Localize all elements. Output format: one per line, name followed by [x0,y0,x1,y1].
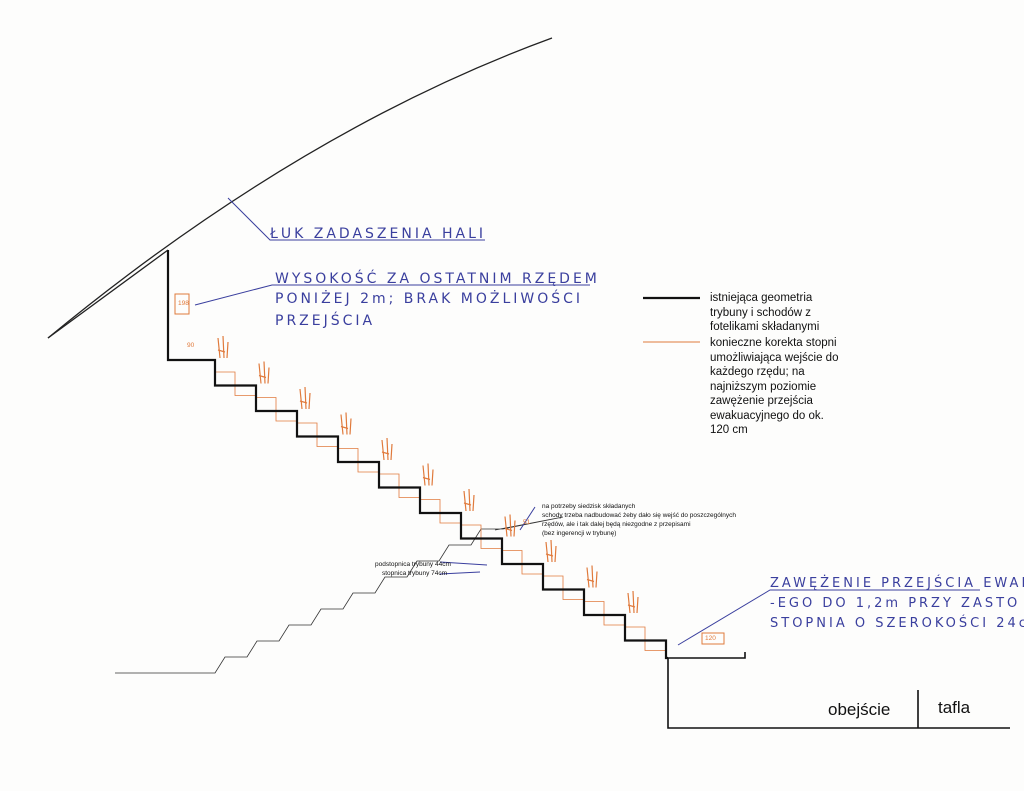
folding-seat [422,463,434,486]
concourse-label: obejście [828,700,891,719]
correction-step [255,385,297,422]
roof-arc-line [47,37,553,339]
folding-seat [627,590,639,614]
correction-step [296,411,338,447]
height-note-line-2: PONIŻEJ 2m; BRAK MOŻLIWOŚCI [275,291,584,307]
height-dimension-box [174,293,190,315]
lower-stair-outline [115,516,564,674]
folding-seat [217,335,229,359]
step-dimension: 51 [523,519,531,526]
legend-existing-label: istniejąca geometria trybuny i schodów z… [710,292,820,333]
folding-seats-note-3: rzędów, ale i tak dalej będą niezgodne z… [542,521,691,528]
folding-seat [258,361,270,384]
folding-seats [217,335,639,614]
folding-seats-note-2: schody trzeba nadbudować żeby dało się w… [542,512,737,519]
concourse-outline [665,652,1010,729]
folding-seats-note-1: na potrzeby siedzisk składanych [542,503,636,510]
correction-step [624,615,666,651]
passage-dimension: 120 [705,635,716,642]
correction-step [337,436,379,473]
folding-seat [504,514,516,537]
height-note-line-3: PRZEJŚCIA [275,313,376,329]
leader-lines [194,197,980,646]
legend-correction-label: konieczne korekta stopni umożliwiająca w… [710,337,839,436]
passage-note-line-1: ZAWĘŻENIE PRZEJŚCIA EWAK [770,576,1024,591]
passage-note-line-3: STOPNIA O SZEROKOŚCI 24cm [770,616,1024,631]
roof-arc-note: ŁUK ZADASZENIA HALI [270,226,487,242]
height-note-line-1: WYSOKOŚĆ ZA OSTATNIM RZĘDEM [275,271,600,287]
folding-seats-note-4: (bez ingerencji w trybunę) [542,530,617,537]
height-dimension: 198 [178,300,189,307]
upper-wall-line [47,249,169,339]
rink-label: tafla [938,698,971,717]
folding-seat [381,437,393,461]
riser-label: podstopnica trybuny 44cm [375,561,451,568]
correction-step [460,513,502,549]
folding-seat [340,412,352,435]
passage-note-line-2: -EGO DO 1,2m PRZY ZASTO [770,596,1021,611]
correction-step [378,462,420,498]
passage-dimension-box [701,632,725,645]
correction-step [542,564,584,600]
correction-step [214,360,256,396]
folding-seat [586,565,598,588]
depth-dimension: 90 [187,342,195,349]
correction-step [419,487,461,524]
tread-label: stopnica trybuny 74cm [382,570,448,577]
folding-seat [299,386,311,410]
existing-stand-outline [166,250,668,660]
correction-step [583,589,625,626]
correction-step [501,538,543,575]
folding-seat [545,539,557,563]
folding-seat [463,488,475,512]
